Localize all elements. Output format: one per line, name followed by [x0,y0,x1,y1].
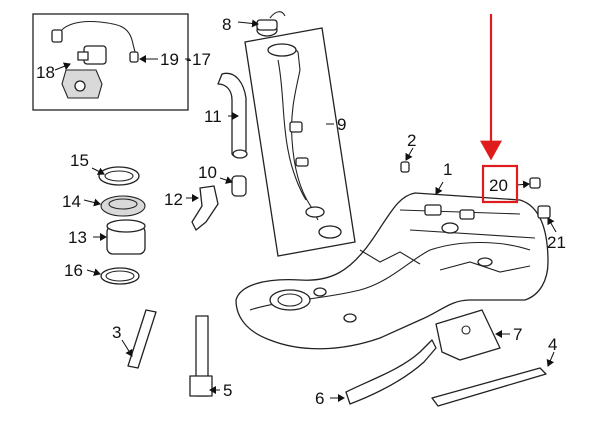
callout-labels: 1 2 3 4 5 6 7 8 9 10 11 12 13 14 15 16 1… [36,15,566,408]
callout-4: 4 [548,335,557,354]
callout-11: 11 [204,107,222,126]
fitting-20 [529,177,541,189]
callout-18: 18 [36,63,55,82]
callout-6: 6 [315,389,324,408]
callout-13: 13 [68,228,87,247]
fitting-2 [400,161,410,173]
callout-10: 10 [198,163,217,182]
callout-1: 1 [443,160,452,179]
callout-14: 14 [62,192,81,211]
callout-3: 3 [112,323,121,342]
callout-7: 7 [513,325,522,344]
callout-21: 21 [547,233,566,252]
leader-lines [54,19,557,402]
hose-clamp [231,175,247,197]
svg-text:-: - [186,50,192,69]
strap-5 [189,315,213,397]
callout-2: 2 [407,131,416,150]
fitting-21 [537,205,551,219]
strap-6 [345,339,437,405]
bracket-12 [191,185,219,231]
highlight-marker [480,14,519,204]
filler-neck-box [244,27,356,257]
callout-15: 15 [70,151,89,170]
strap-4 [431,367,547,407]
callout-20: 20 [489,176,508,195]
callout-9: 9 [337,115,346,134]
fuel-pump-parts [98,166,146,285]
callout-17: 17 [192,50,211,69]
callout-12: 12 [164,190,183,209]
callout-5: 5 [223,381,232,400]
strap-3 [127,309,157,369]
fuel-tank [235,192,549,350]
callout-19: 19 [160,50,179,69]
inset-box-evap-line [32,13,189,111]
callout-16: 16 [64,261,83,280]
bracket-7 [435,309,501,361]
fuel-cap [256,11,286,37]
callout-8: 8 [222,15,231,34]
